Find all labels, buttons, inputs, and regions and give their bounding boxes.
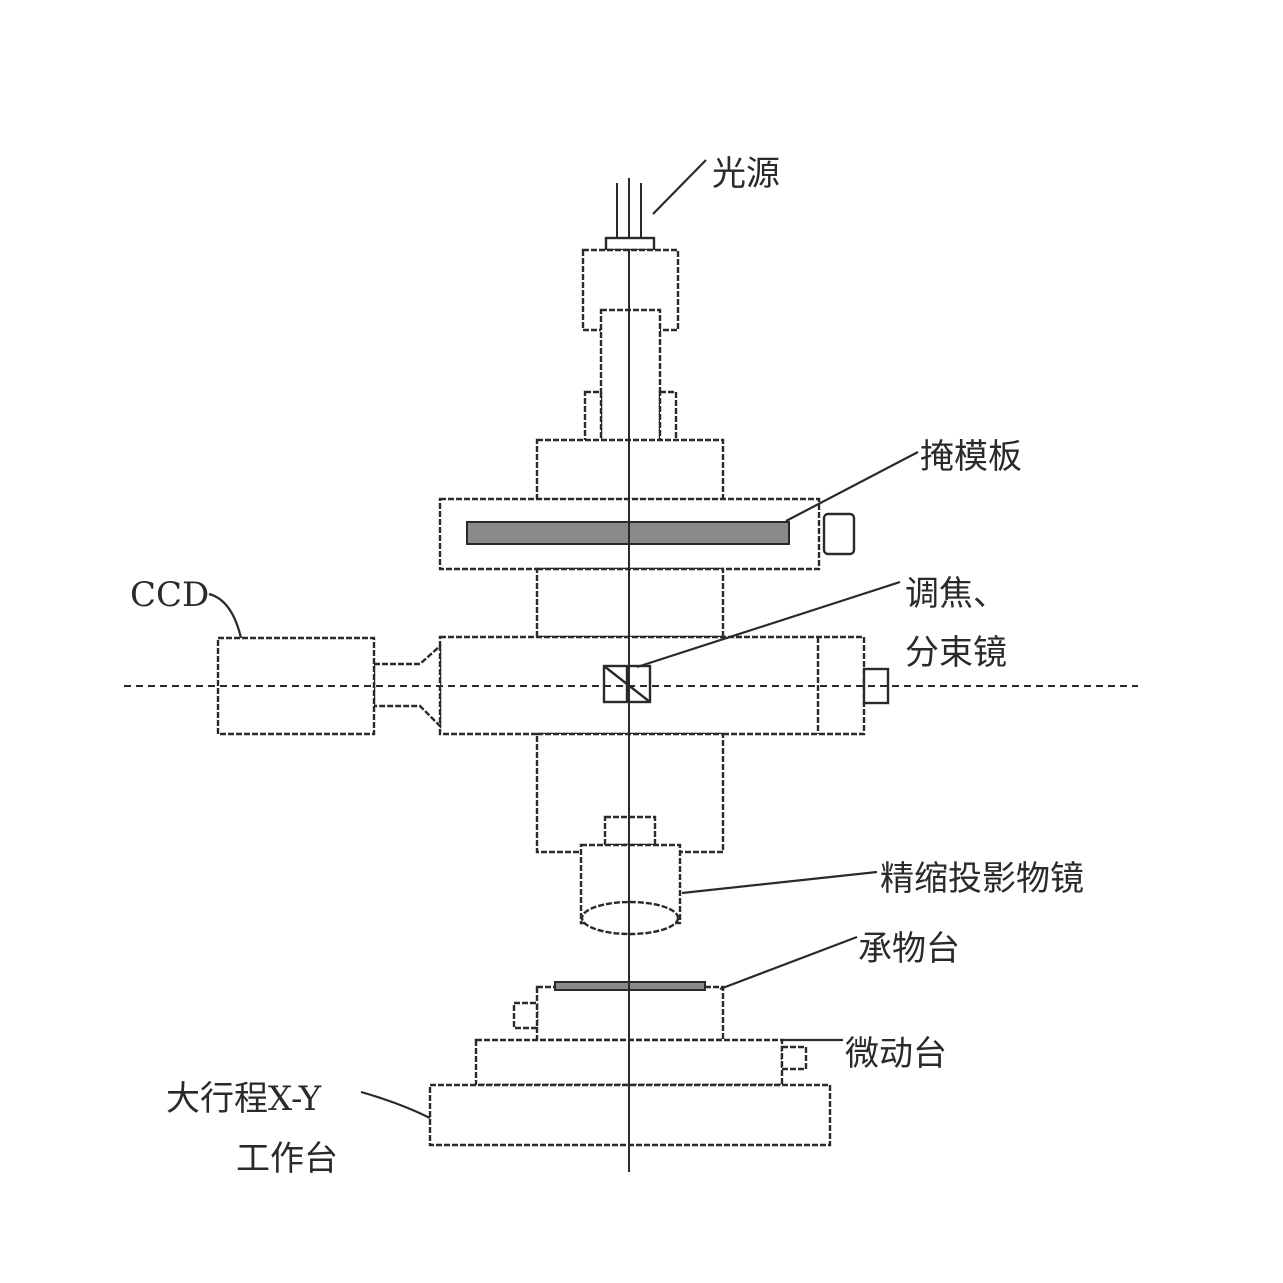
column-clamp-left bbox=[583, 390, 603, 448]
label-focus-line1: 调焦、 bbox=[905, 574, 1007, 614]
leader-ccd bbox=[208, 592, 243, 639]
carrier-stage-knob bbox=[512, 1001, 539, 1030]
label-carrier-stage: 承物台 bbox=[858, 929, 960, 969]
leader-light-source bbox=[652, 159, 707, 215]
label-light-source: 光源 bbox=[712, 154, 780, 194]
leader-carrier-stage bbox=[719, 935, 858, 991]
beam-splitter bbox=[602, 664, 652, 704]
leader-objective bbox=[681, 870, 878, 895]
label-micro-stage: 微动台 bbox=[845, 1034, 947, 1074]
column-clamp-right bbox=[658, 390, 678, 448]
label-xy-line2: 工作台 bbox=[236, 1139, 338, 1179]
label-xy-line1: 大行程X-Y bbox=[166, 1079, 322, 1119]
leader-xy-stage bbox=[360, 1090, 431, 1119]
mask-adjust-knob bbox=[822, 512, 856, 556]
label-ccd: CCD bbox=[130, 575, 209, 615]
leader-mask bbox=[785, 451, 919, 522]
micro-stage-knob bbox=[780, 1045, 808, 1071]
light-source-fibers bbox=[604, 178, 656, 252]
leader-beam-splitter bbox=[636, 580, 901, 669]
label-mask: 掩模板 bbox=[920, 437, 1022, 477]
label-objective: 精缩投影物镜 bbox=[880, 859, 1084, 899]
label-focus-line2: 分束镜 bbox=[905, 633, 1007, 673]
light-source-housing bbox=[581, 248, 680, 332]
